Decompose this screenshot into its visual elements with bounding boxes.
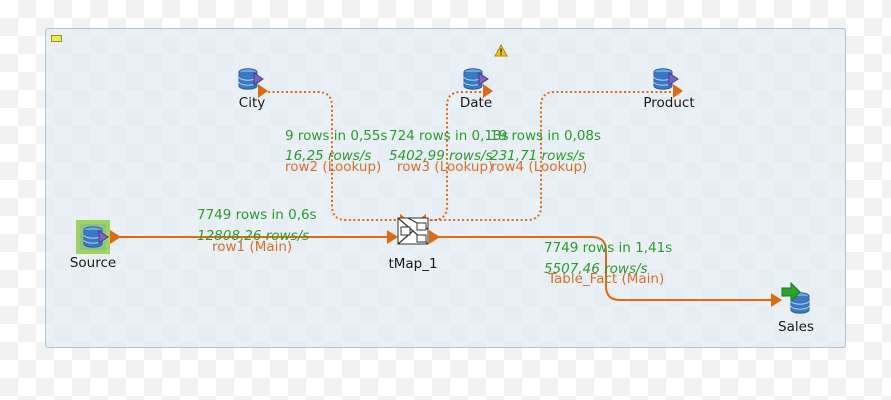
sales-label: Sales	[778, 319, 814, 335]
row4-flow-label[interactable]: row4 (Lookup)	[491, 159, 588, 175]
row1-rows-stat: 7749 rows in 0,6s	[197, 207, 317, 223]
row4-rate-stat: 231,71 rows/s	[490, 148, 585, 164]
row4-rows-stat: 19 rows in 0,08s	[490, 128, 602, 144]
product-db-input-icon[interactable]	[653, 68, 679, 90]
subjob-collapse-button[interactable]	[51, 35, 62, 42]
row1-rate-stat: 12808,26 rows/s	[197, 228, 310, 244]
row3-flow-label[interactable]: row3 (Lookup)	[397, 159, 494, 175]
row2-rate-stat: 16,25 rows/s	[285, 148, 372, 164]
product-label: Product	[643, 95, 695, 111]
date-db-input-icon[interactable]	[463, 68, 489, 90]
source-output-connector	[110, 230, 121, 244]
row1-flow-label[interactable]: row1 (Main)	[212, 239, 293, 255]
table-fact-flow-label[interactable]: Table_Fact (Main)	[548, 271, 665, 287]
row3-rate-stat: 5402,99 rows/s	[389, 148, 493, 164]
row3-rows-stat: 724 rows in 0,13s	[389, 128, 509, 144]
table-fact-rate-stat: 5507,46 rows/s	[544, 261, 648, 277]
row2-rows-stat: 9 rows in 0,55s	[285, 128, 388, 144]
date-output-connector	[483, 84, 493, 98]
city-label: City	[238, 95, 266, 111]
product-output-connector	[673, 84, 683, 98]
date-label: Date	[459, 95, 493, 111]
table-fact-rows-stat: 7749 rows in 1,41s	[544, 240, 673, 256]
city-output-connector	[258, 84, 268, 98]
tmap-icon[interactable]	[397, 217, 429, 245]
source-label: Source	[69, 255, 117, 271]
row4-line	[426, 91, 680, 221]
connection-lines[interactable]	[120, 91, 772, 301]
row2-line	[268, 91, 400, 221]
tmap-label: tMap_1	[388, 256, 438, 272]
sales-input-connector	[771, 293, 782, 307]
subjob-container[interactable]	[45, 28, 846, 348]
warning-icon	[494, 44, 508, 57]
source-db-input-icon[interactable]	[76, 220, 110, 254]
sales-db-output-icon[interactable]	[781, 281, 810, 314]
row2-flow-label[interactable]: row2 (Lookup)	[285, 159, 382, 175]
table-fact-line	[436, 236, 772, 301]
tmap-output-connector	[429, 230, 440, 244]
tmap-input-connector	[387, 230, 398, 244]
city-db-input-icon[interactable]	[238, 68, 264, 90]
